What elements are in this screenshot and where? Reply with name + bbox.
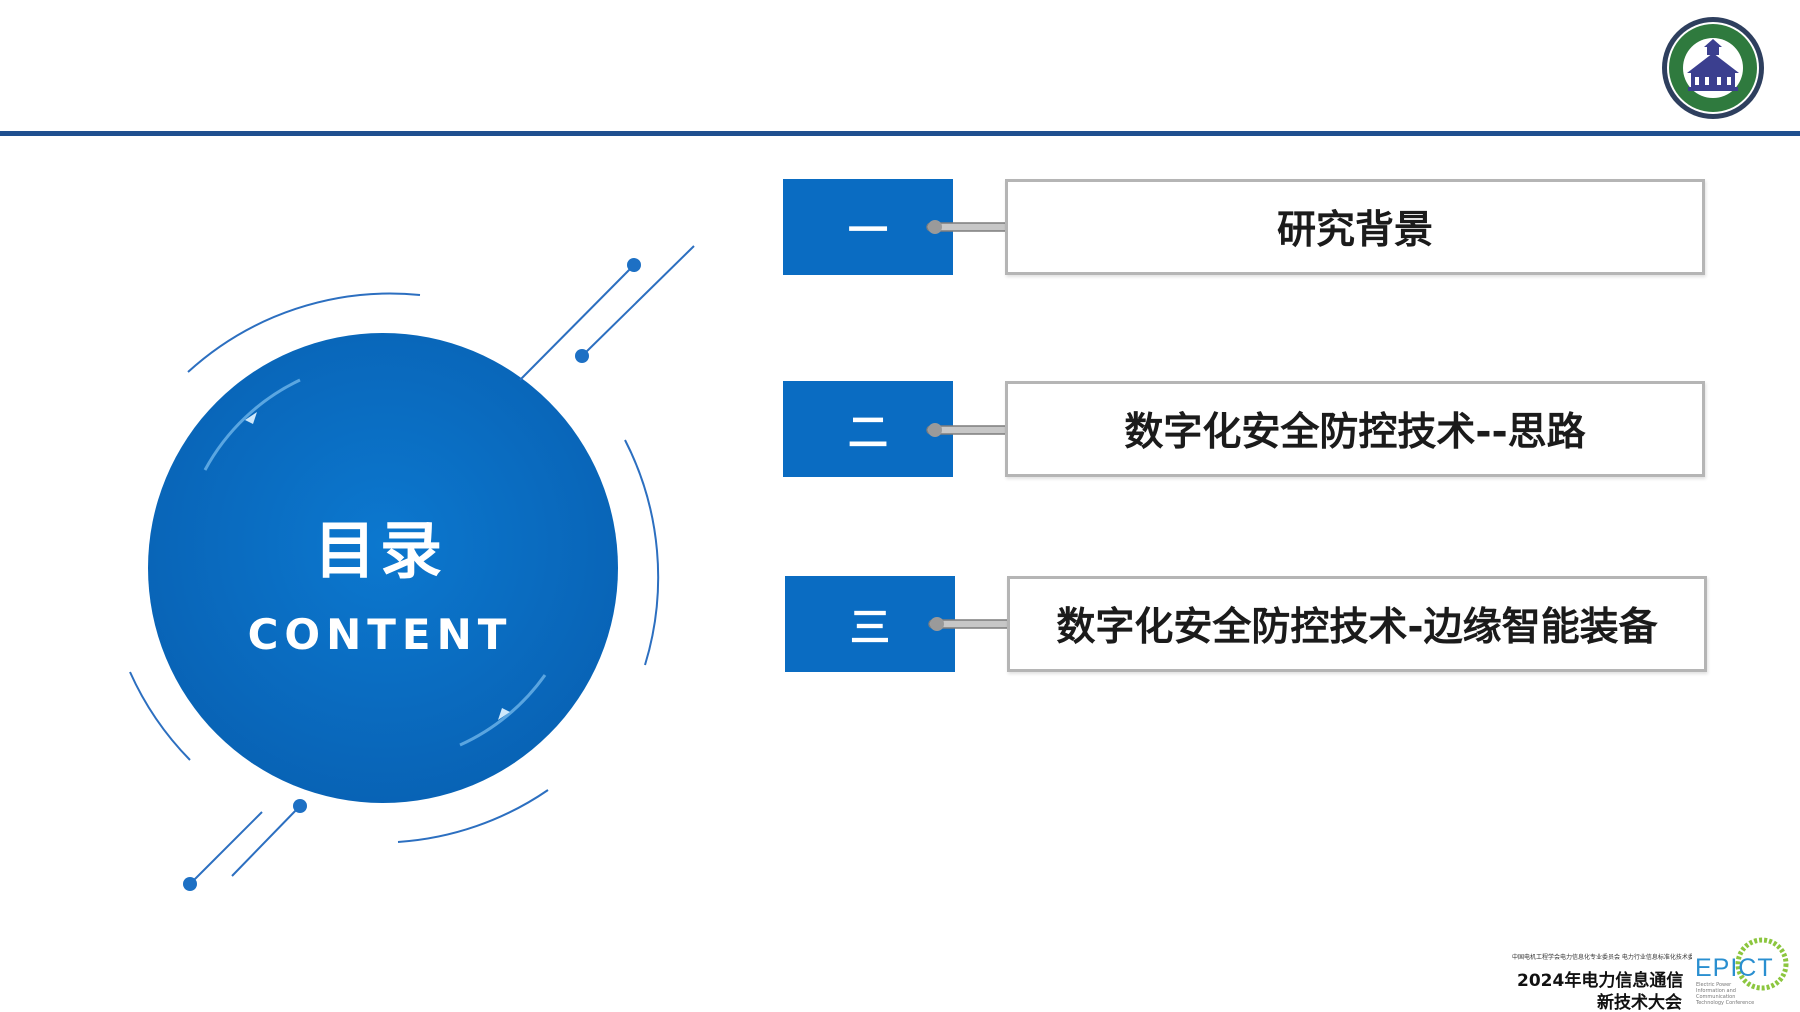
toc-item-2-label: 数字化安全防控技术--思路 xyxy=(1124,410,1586,455)
toc-item-1-label: 研究背景 xyxy=(1276,208,1433,253)
epict-ring-icon xyxy=(1735,937,1789,991)
logo-brand-subtitle: Electric Power Information and Communica… xyxy=(1696,982,1755,1006)
toc-title: 目录 xyxy=(313,514,446,587)
toc-item-1-number[interactable]: 一 xyxy=(783,179,953,275)
toc-item-2-number[interactable]: 二 xyxy=(783,381,953,477)
toc-item-2[interactable]: 数字化安全防控技术--思路 xyxy=(1005,381,1705,477)
toc-subtitle: CONTENT xyxy=(247,610,513,659)
toc-item-3-number[interactable]: 三 xyxy=(785,576,955,672)
header-rule xyxy=(0,131,1800,136)
logo-title-line1: 2024年电力信息通信 xyxy=(1517,971,1684,991)
logo-brand: EPICT xyxy=(1695,954,1774,982)
logo-organizers: 中国电机工程学会电力信息化专业委员会 电力行业信息标准化技术委员会 xyxy=(1512,954,1692,961)
toc-item-3-label: 数字化安全防控技术-边缘智能装备 xyxy=(1056,605,1658,650)
conference-logo: 中国电机工程学会电力信息化专业委员会 电力行业信息标准化技术委员会 2024年电… xyxy=(1512,930,1792,1012)
toc-item-1[interactable]: 研究背景 xyxy=(1005,179,1705,275)
university-seal-icon xyxy=(1662,17,1764,119)
toc-item-3[interactable]: 数字化安全防控技术-边缘智能装备 xyxy=(1007,576,1707,672)
logo-title-line2: 新技术大会 xyxy=(1597,993,1682,1012)
toc-circle xyxy=(148,333,618,803)
